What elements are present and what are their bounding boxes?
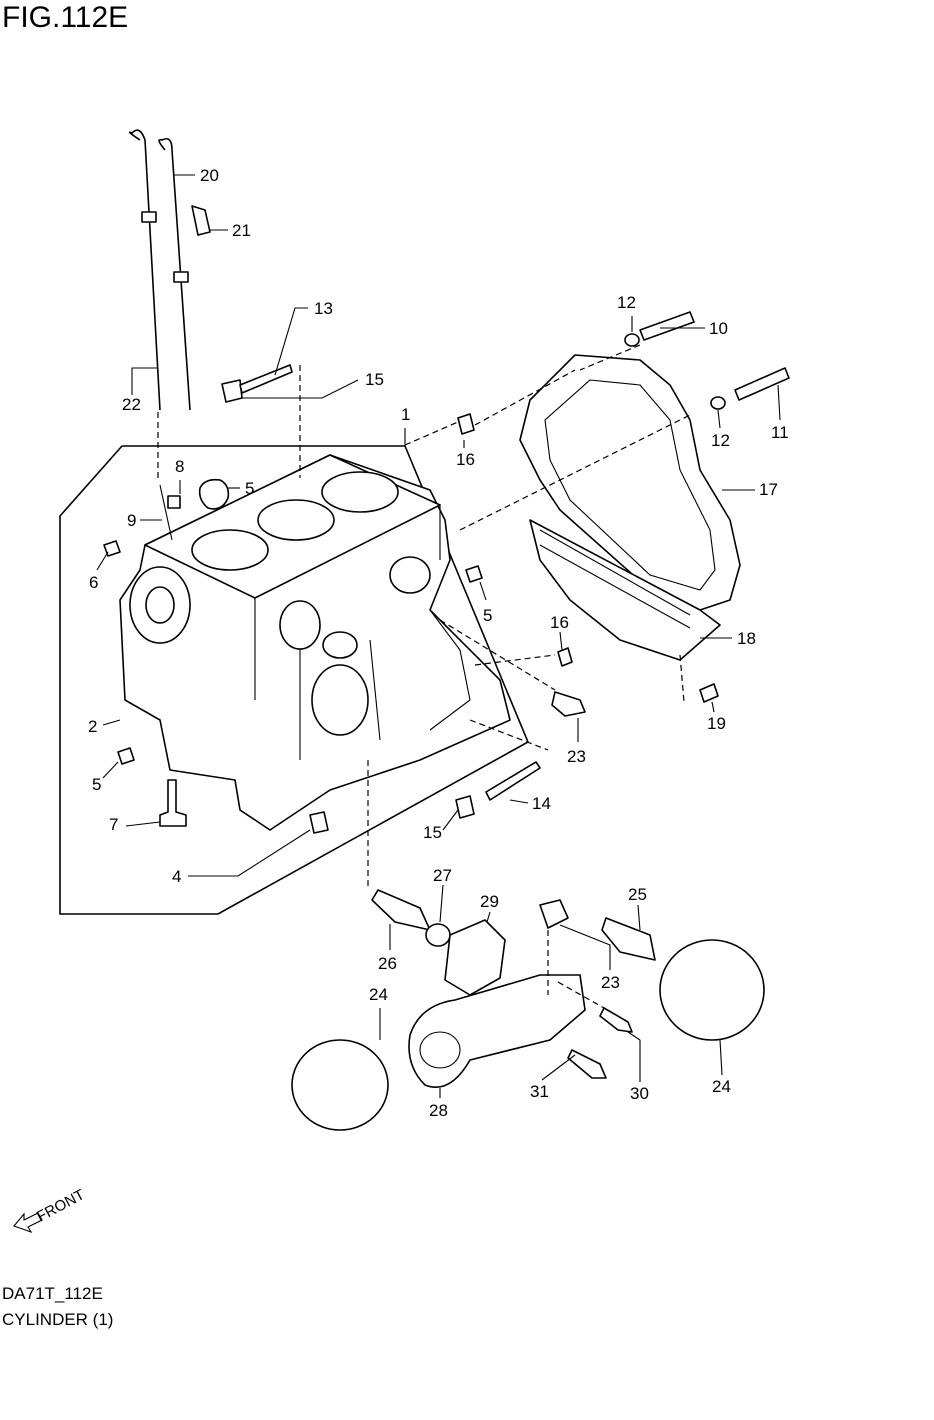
callout-18: 18 [737,629,756,648]
part-31-bolt [567,1049,607,1079]
part-3-plug [198,478,230,510]
part-15-plug-top [221,379,243,403]
figure-code: DA71T_112E [2,1284,103,1303]
callout-21: 21 [232,221,251,240]
part-28-cooler [408,974,586,1088]
callout-4: 4 [172,867,181,886]
callout-29: 29 [480,892,499,911]
part-17-gasket-inner [544,379,716,591]
part-8-pin [167,495,181,509]
figure-title: FIG.112E [2,1,129,34]
callout-15-low: 15 [423,823,442,842]
part-24-filter-right [659,939,765,1041]
part-13-stud [239,364,293,394]
callout-30: 30 [630,1084,649,1103]
part-16-dowel-mid [557,647,573,667]
part-5-plug-left [117,747,135,765]
front-label: FRONT [34,1186,88,1225]
callout-10: 10 [709,319,728,338]
callout-14: 14 [532,794,551,813]
callout-31: 31 [530,1082,549,1101]
figure-caption: CYLINDER (1) [2,1310,114,1329]
part-30-bolt [599,1007,633,1033]
part-9-tube [159,484,173,541]
callout-12-low: 12 [711,431,730,450]
part-10-bolt [639,311,695,341]
part-11-bolt [734,367,790,401]
callout-12-top: 12 [617,293,636,312]
callout-27: 27 [433,866,452,885]
callout-19: 19 [707,714,726,733]
part-23-switch-top [551,691,586,717]
callout-22: 22 [122,395,141,414]
callout-6: 6 [89,573,98,592]
part-23-switch-low [539,899,569,929]
dipstick-assembly [129,129,211,411]
part-7-bolt [159,779,187,827]
callout-9: 9 [127,511,136,530]
part-18-plate [529,519,721,661]
part-12-washer-top [624,333,640,347]
callout-23-top: 23 [567,747,586,766]
part-12-washer-low [710,396,726,410]
callout-15-top: 15 [365,370,384,389]
part-25-union [601,917,656,961]
callout-17: 17 [759,480,778,499]
callout-24-right: 24 [712,1077,731,1096]
front-arrow-icon [13,1212,43,1234]
part-18-plate-strip [539,529,691,629]
callout-3: 5 [245,479,254,498]
callout-24-left: 24 [369,985,388,1004]
callout-25: 25 [628,885,647,904]
part-4-plug [309,811,329,834]
callout-5-left: 5 [92,775,101,794]
part-17-gasket [519,354,741,611]
callout-26: 26 [378,954,397,973]
callout-7: 7 [109,815,118,834]
part-29-gasket [444,919,506,996]
callout-20: 20 [200,166,219,185]
part-27-oring [425,923,451,947]
callout-28: 28 [429,1101,448,1120]
part-14-stud [485,761,541,801]
callout-11: 11 [771,423,789,442]
part-5-plug-right [465,565,483,583]
callout-1: 1 [401,405,410,424]
callout-16-top: 16 [456,450,475,469]
callout-8: 8 [175,457,184,476]
part-19-bolt [699,683,719,703]
callout-13: 13 [314,299,333,318]
callout-5-right: 5 [483,606,492,625]
part-15-plug-low [455,795,475,819]
callout-16-mid: 16 [550,613,569,632]
part-26-union [371,889,431,931]
callout-2: 2 [88,717,97,736]
callout-23-low: 23 [601,973,620,992]
part-24-filter-left [291,1039,389,1131]
cylinder-block [119,454,511,831]
part-16-dowel-top [457,413,475,435]
